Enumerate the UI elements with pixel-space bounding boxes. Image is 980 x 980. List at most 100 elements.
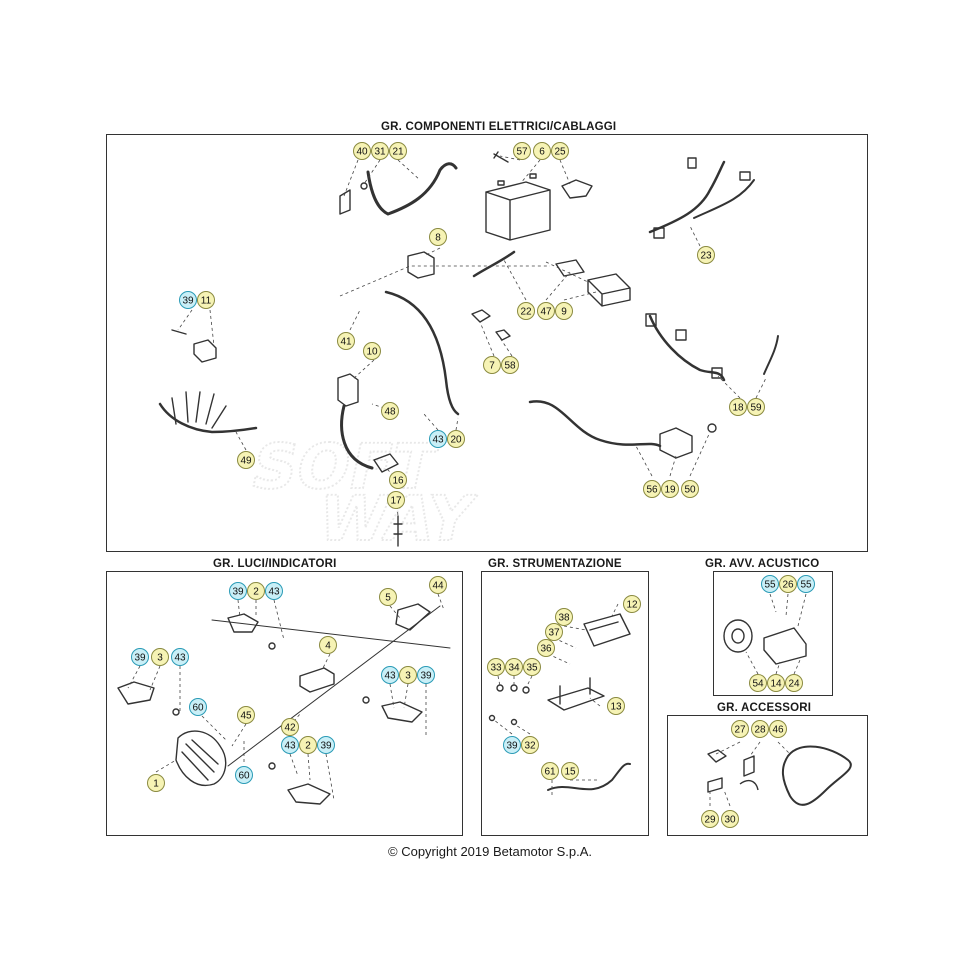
callout-34: 34 [505, 658, 523, 676]
main-harness-branch [693, 179, 755, 219]
callout-circle [523, 658, 541, 676]
strumentazione-leaders [493, 603, 619, 796]
callout-circle [623, 595, 641, 613]
callout-30: 30 [721, 810, 739, 828]
indicator-rear-right [287, 783, 331, 805]
callout-circle [299, 736, 317, 754]
callout-61: 61 [541, 762, 559, 780]
callout-circle [661, 480, 679, 498]
callout-59: 59 [747, 398, 765, 416]
horn-center [731, 628, 745, 644]
callout-circle [643, 480, 661, 498]
callout-number: 7 [489, 361, 495, 372]
bolt-icon [171, 329, 187, 335]
cable-terminal-icon [339, 189, 351, 215]
callout-number: 37 [548, 628, 560, 639]
callout-circle [541, 762, 559, 780]
callout-number: 50 [684, 485, 696, 496]
callout-number: 3 [405, 671, 411, 682]
callout-41: 41 [337, 332, 355, 350]
callout-38: 38 [555, 608, 573, 626]
callout-number: 45 [240, 711, 252, 722]
callout-number: 10 [366, 347, 378, 358]
callout-24: 24 [785, 674, 803, 692]
acustico-leaders [745, 593, 807, 675]
callout-circle [337, 332, 355, 350]
regulator [193, 339, 217, 363]
callout-number: 46 [772, 725, 784, 736]
callout-number: 31 [374, 147, 386, 158]
acustico-parts [723, 619, 807, 665]
callout-circle [697, 246, 715, 264]
callout-circle [389, 471, 407, 489]
callout-31: 31 [371, 142, 389, 160]
callout-number: 49 [240, 456, 252, 467]
callout-circle [371, 142, 389, 160]
callout-43: 43 [171, 648, 189, 666]
sensor-wire [528, 400, 662, 448]
callout-15: 15 [561, 762, 579, 780]
tilt-sensor [659, 427, 693, 459]
battery [485, 181, 551, 241]
callout-circle [229, 582, 247, 600]
callout-number: 8 [435, 233, 441, 244]
strumentazione-parts [488, 613, 631, 791]
spark-cap [373, 453, 399, 473]
callout-number: 47 [540, 307, 552, 318]
callout-circle [721, 810, 739, 828]
callout-number: 34 [508, 663, 520, 674]
callout-number: 23 [700, 251, 712, 262]
callout-2: 2 [299, 736, 317, 754]
clip-icon [471, 309, 491, 323]
callout-number: 55 [764, 580, 776, 591]
callout-number: 4 [325, 641, 331, 652]
group-luci-title: GR. LUCI/INDICATORI [210, 558, 340, 570]
callout-circle [483, 356, 501, 374]
callout-circle [281, 736, 299, 754]
callout-39: 39 [503, 736, 521, 754]
callout-number: 15 [564, 767, 576, 778]
callout-number: 27 [734, 725, 746, 736]
callout-25: 25 [551, 142, 569, 160]
callout-26: 26 [779, 575, 797, 593]
callout-circle [363, 342, 381, 360]
callout-circle [197, 291, 215, 309]
callout-18: 18 [729, 398, 747, 416]
callout-circle [447, 430, 465, 448]
callout-47: 47 [537, 302, 555, 320]
componenti-leaders [177, 155, 767, 517]
callout-number: 26 [782, 580, 794, 591]
callout-12: 12 [623, 595, 641, 613]
callout-48: 48 [381, 402, 399, 420]
callout-number: 1 [153, 779, 159, 790]
callout-number: 11 [201, 296, 212, 307]
indicator-right [381, 701, 423, 723]
nut-icon [707, 423, 717, 433]
callout-36: 36 [537, 639, 555, 657]
callout-circle [533, 142, 551, 160]
callout-33: 33 [487, 658, 505, 676]
callout-number: 21 [392, 147, 404, 158]
callout-11: 11 [197, 291, 215, 309]
handlebar-switch [547, 762, 631, 791]
nut-icon [172, 708, 180, 716]
callout-circle [767, 674, 785, 692]
callout-number: 41 [340, 337, 352, 348]
callout-1: 1 [147, 774, 165, 792]
callout-circle [537, 302, 555, 320]
callout-42: 42 [281, 718, 299, 736]
callout-number: 2 [253, 587, 259, 598]
group-accessori-panel [667, 715, 868, 836]
callout-7: 7 [483, 356, 501, 374]
main-harness [648, 160, 726, 234]
callout-number: 20 [450, 435, 462, 446]
callout-circle [353, 142, 371, 160]
callout-number: 44 [432, 581, 444, 592]
callout-circle [235, 766, 253, 784]
callout-number: 55 [800, 580, 812, 591]
callout-49: 49 [237, 451, 255, 469]
callout-circle [189, 698, 207, 716]
callout-number: 35 [526, 663, 538, 674]
